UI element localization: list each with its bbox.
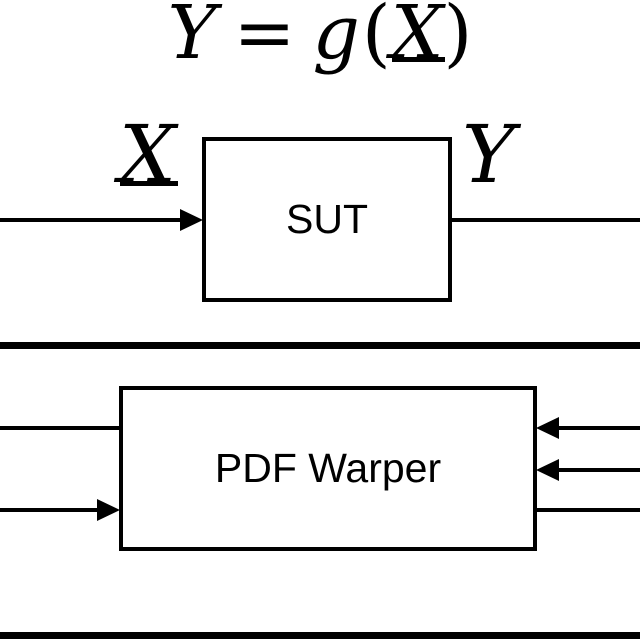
warper-left-output-line xyxy=(0,426,121,430)
close-paren: ) xyxy=(443,0,473,76)
sut-input-label: X xyxy=(119,108,178,201)
section-divider-top xyxy=(0,342,640,349)
arrow-right-icon xyxy=(97,499,120,521)
arrow-right-icon xyxy=(180,209,203,231)
warper-box: PDF Warper xyxy=(119,386,537,551)
warper-left-input-line xyxy=(0,508,100,512)
section-divider-bottom xyxy=(0,632,640,639)
sut-output-line xyxy=(452,218,640,222)
arrow-left-icon xyxy=(536,459,559,481)
sut-box-label: SUT xyxy=(286,196,368,242)
formula-lhs: Y xyxy=(167,0,217,76)
warper-right-output-line xyxy=(535,508,640,512)
underlined-input: X xyxy=(119,108,178,201)
arrow-left-icon xyxy=(536,417,559,439)
sut-output-label: Y xyxy=(462,108,515,201)
warper-right-input-line-2 xyxy=(555,468,640,472)
underlined-argument: X xyxy=(391,0,446,70)
open-paren: ( xyxy=(361,0,391,76)
formula-title: Y=g(X) xyxy=(0,0,640,70)
function-symbol: g xyxy=(312,0,360,76)
sut-box: SUT xyxy=(202,137,452,302)
underline-bar xyxy=(391,57,446,62)
underline-bar xyxy=(120,181,178,186)
warper-box-label: PDF Warper xyxy=(214,445,442,491)
equals-sign: = xyxy=(233,0,296,76)
formula-argument: X xyxy=(390,0,444,76)
warper-right-input-line-1 xyxy=(555,426,640,430)
sut-input-line xyxy=(0,218,184,222)
